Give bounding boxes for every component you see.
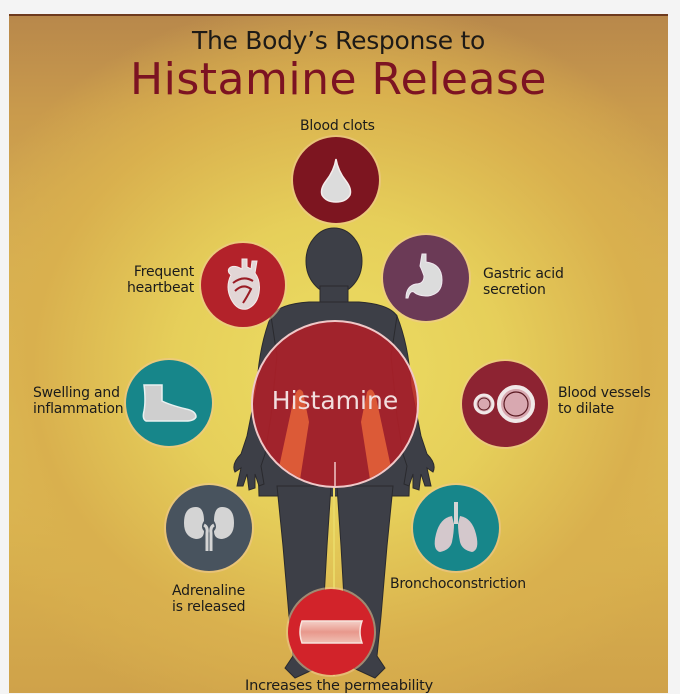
circle-permeability bbox=[288, 589, 374, 675]
histamine-center-circle: Histamine bbox=[251, 320, 419, 488]
title-heading: Histamine Release bbox=[130, 54, 547, 105]
circle-blood-clots bbox=[293, 137, 379, 223]
label-permeability: Increases the permeability bbox=[245, 678, 434, 694]
circle-gastric bbox=[383, 235, 469, 321]
label-vessels: Blood vessels to dilate bbox=[558, 385, 651, 417]
label-adrenaline: Adrenaline is released bbox=[172, 583, 246, 615]
label-bronchoconstriction: Bronchoconstriction bbox=[390, 576, 526, 592]
circle-vessels bbox=[462, 361, 548, 447]
blood-vessel-icon bbox=[473, 385, 535, 423]
label-swelling: Swelling and inflammation bbox=[33, 385, 124, 417]
label-heartbeat: Frequent heartbeat bbox=[127, 264, 195, 296]
kidney-icon bbox=[184, 507, 234, 551]
lungs-icon bbox=[434, 502, 478, 552]
foot-icon bbox=[142, 384, 197, 422]
circle-swelling bbox=[126, 360, 212, 446]
label-blood-clots: Blood clots bbox=[300, 118, 375, 134]
histamine-label: Histamine bbox=[271, 386, 399, 415]
body-highlight-shapes bbox=[275, 389, 395, 486]
infographic-poster: The Body’s Response to Histamine Release bbox=[9, 14, 668, 694]
heart-icon bbox=[227, 258, 260, 310]
label-gastric: Gastric acid secretion bbox=[483, 266, 564, 298]
circle-bronchoconstriction bbox=[413, 485, 499, 571]
title-subheading: The Body’s Response to bbox=[192, 26, 485, 55]
stomach-icon bbox=[405, 253, 443, 299]
circle-adrenaline bbox=[166, 485, 252, 571]
circle-heartbeat bbox=[201, 243, 285, 327]
blood-drop-icon bbox=[320, 158, 352, 203]
capillary-icon bbox=[299, 620, 364, 644]
